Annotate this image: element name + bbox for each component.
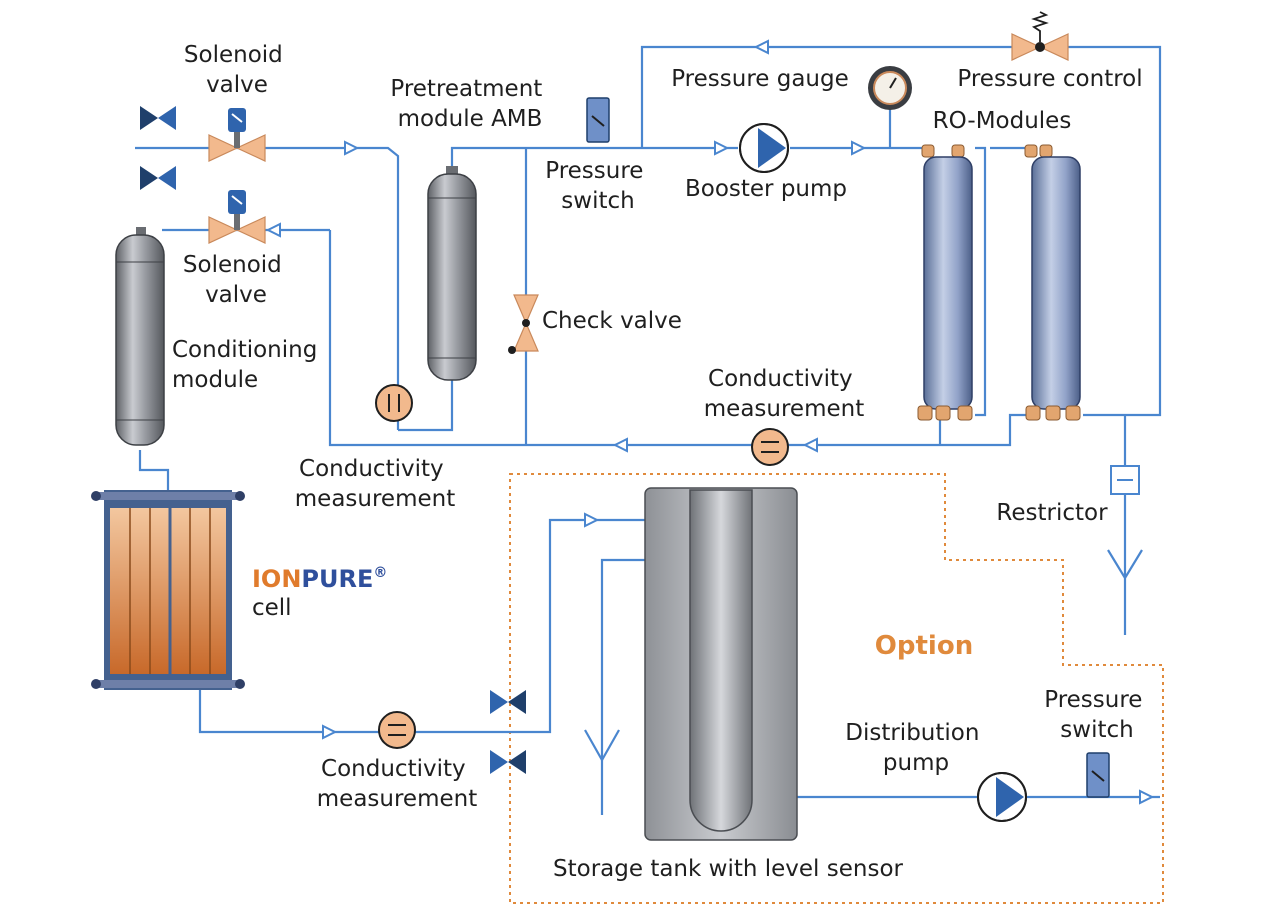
pressure-switch-top-label: Pressure switch xyxy=(545,158,651,214)
conductivity-left-label: Conductivity measurement xyxy=(295,456,455,512)
distribution-pump-label: Distribution pump xyxy=(845,720,987,776)
booster-pump-label: Booster pump xyxy=(685,176,847,202)
conductivity-sensor-bottom-icon xyxy=(378,711,416,749)
distribution-pump-icon xyxy=(977,772,1027,822)
manual-valve-icon[interactable] xyxy=(140,166,176,190)
ionpure-cell-label: cell xyxy=(252,595,292,621)
restrictor-label: Restrictor xyxy=(996,500,1108,526)
solenoid-valve-top-icon[interactable] xyxy=(208,108,266,162)
conditioning-module-label: Conditioning module xyxy=(172,337,325,393)
booster-pump-icon xyxy=(739,123,789,173)
restrictor-icon[interactable] xyxy=(1110,465,1140,495)
manual-valve-icon[interactable] xyxy=(490,690,526,714)
storage-tank-label: Storage tank with level sensor xyxy=(553,856,903,882)
manual-valve-icon[interactable] xyxy=(490,750,526,774)
option-label: Option xyxy=(875,631,973,661)
conductivity-sensor-right-icon xyxy=(751,428,789,466)
ionpure-brand-label: IONPURE® xyxy=(252,565,387,593)
pressure-control-valve-icon[interactable] xyxy=(1011,11,1069,61)
tank-drain-icon xyxy=(584,729,620,763)
pressure-switch-bottom-icon xyxy=(1086,752,1110,798)
ro-module-2-vessel xyxy=(1024,144,1081,421)
solenoid-valve-top-label: Solenoid valve xyxy=(184,42,290,98)
flow-meter-icon xyxy=(375,384,413,422)
storage-tank-vessel xyxy=(644,487,798,841)
manual-valve-icon[interactable] xyxy=(140,106,176,130)
ionpure-cell-stack xyxy=(91,490,245,690)
pretreatment-label: Pretreatment module AMB xyxy=(390,76,549,132)
check-valve-icon[interactable] xyxy=(508,294,539,354)
solenoid-valve-mid-icon[interactable] xyxy=(208,190,266,244)
conductivity-right-label: Conductivity measurement xyxy=(704,366,864,422)
conductivity-bottom-label: Conductivity measurement xyxy=(317,756,477,812)
drain-outlet-icon xyxy=(1107,549,1143,581)
pretreatment-module-vessel xyxy=(427,166,477,381)
ro-modules-label: RO-Modules xyxy=(933,108,1072,134)
ro-module-1-vessel xyxy=(917,144,973,421)
pressure-gauge-icon xyxy=(868,66,912,110)
conditioning-module-vessel xyxy=(115,227,165,446)
solenoid-valve-mid-label: Solenoid valve xyxy=(183,252,289,308)
pressure-switch-top-icon xyxy=(586,97,610,143)
pressure-switch-bottom-label: Pressure switch xyxy=(1044,687,1150,743)
flow-arrows xyxy=(265,39,1155,805)
check-valve-label: Check valve xyxy=(542,308,682,334)
pressure-control-label: Pressure control xyxy=(957,66,1142,92)
option-region xyxy=(509,473,1164,904)
pressure-gauge-label: Pressure gauge xyxy=(671,66,849,92)
